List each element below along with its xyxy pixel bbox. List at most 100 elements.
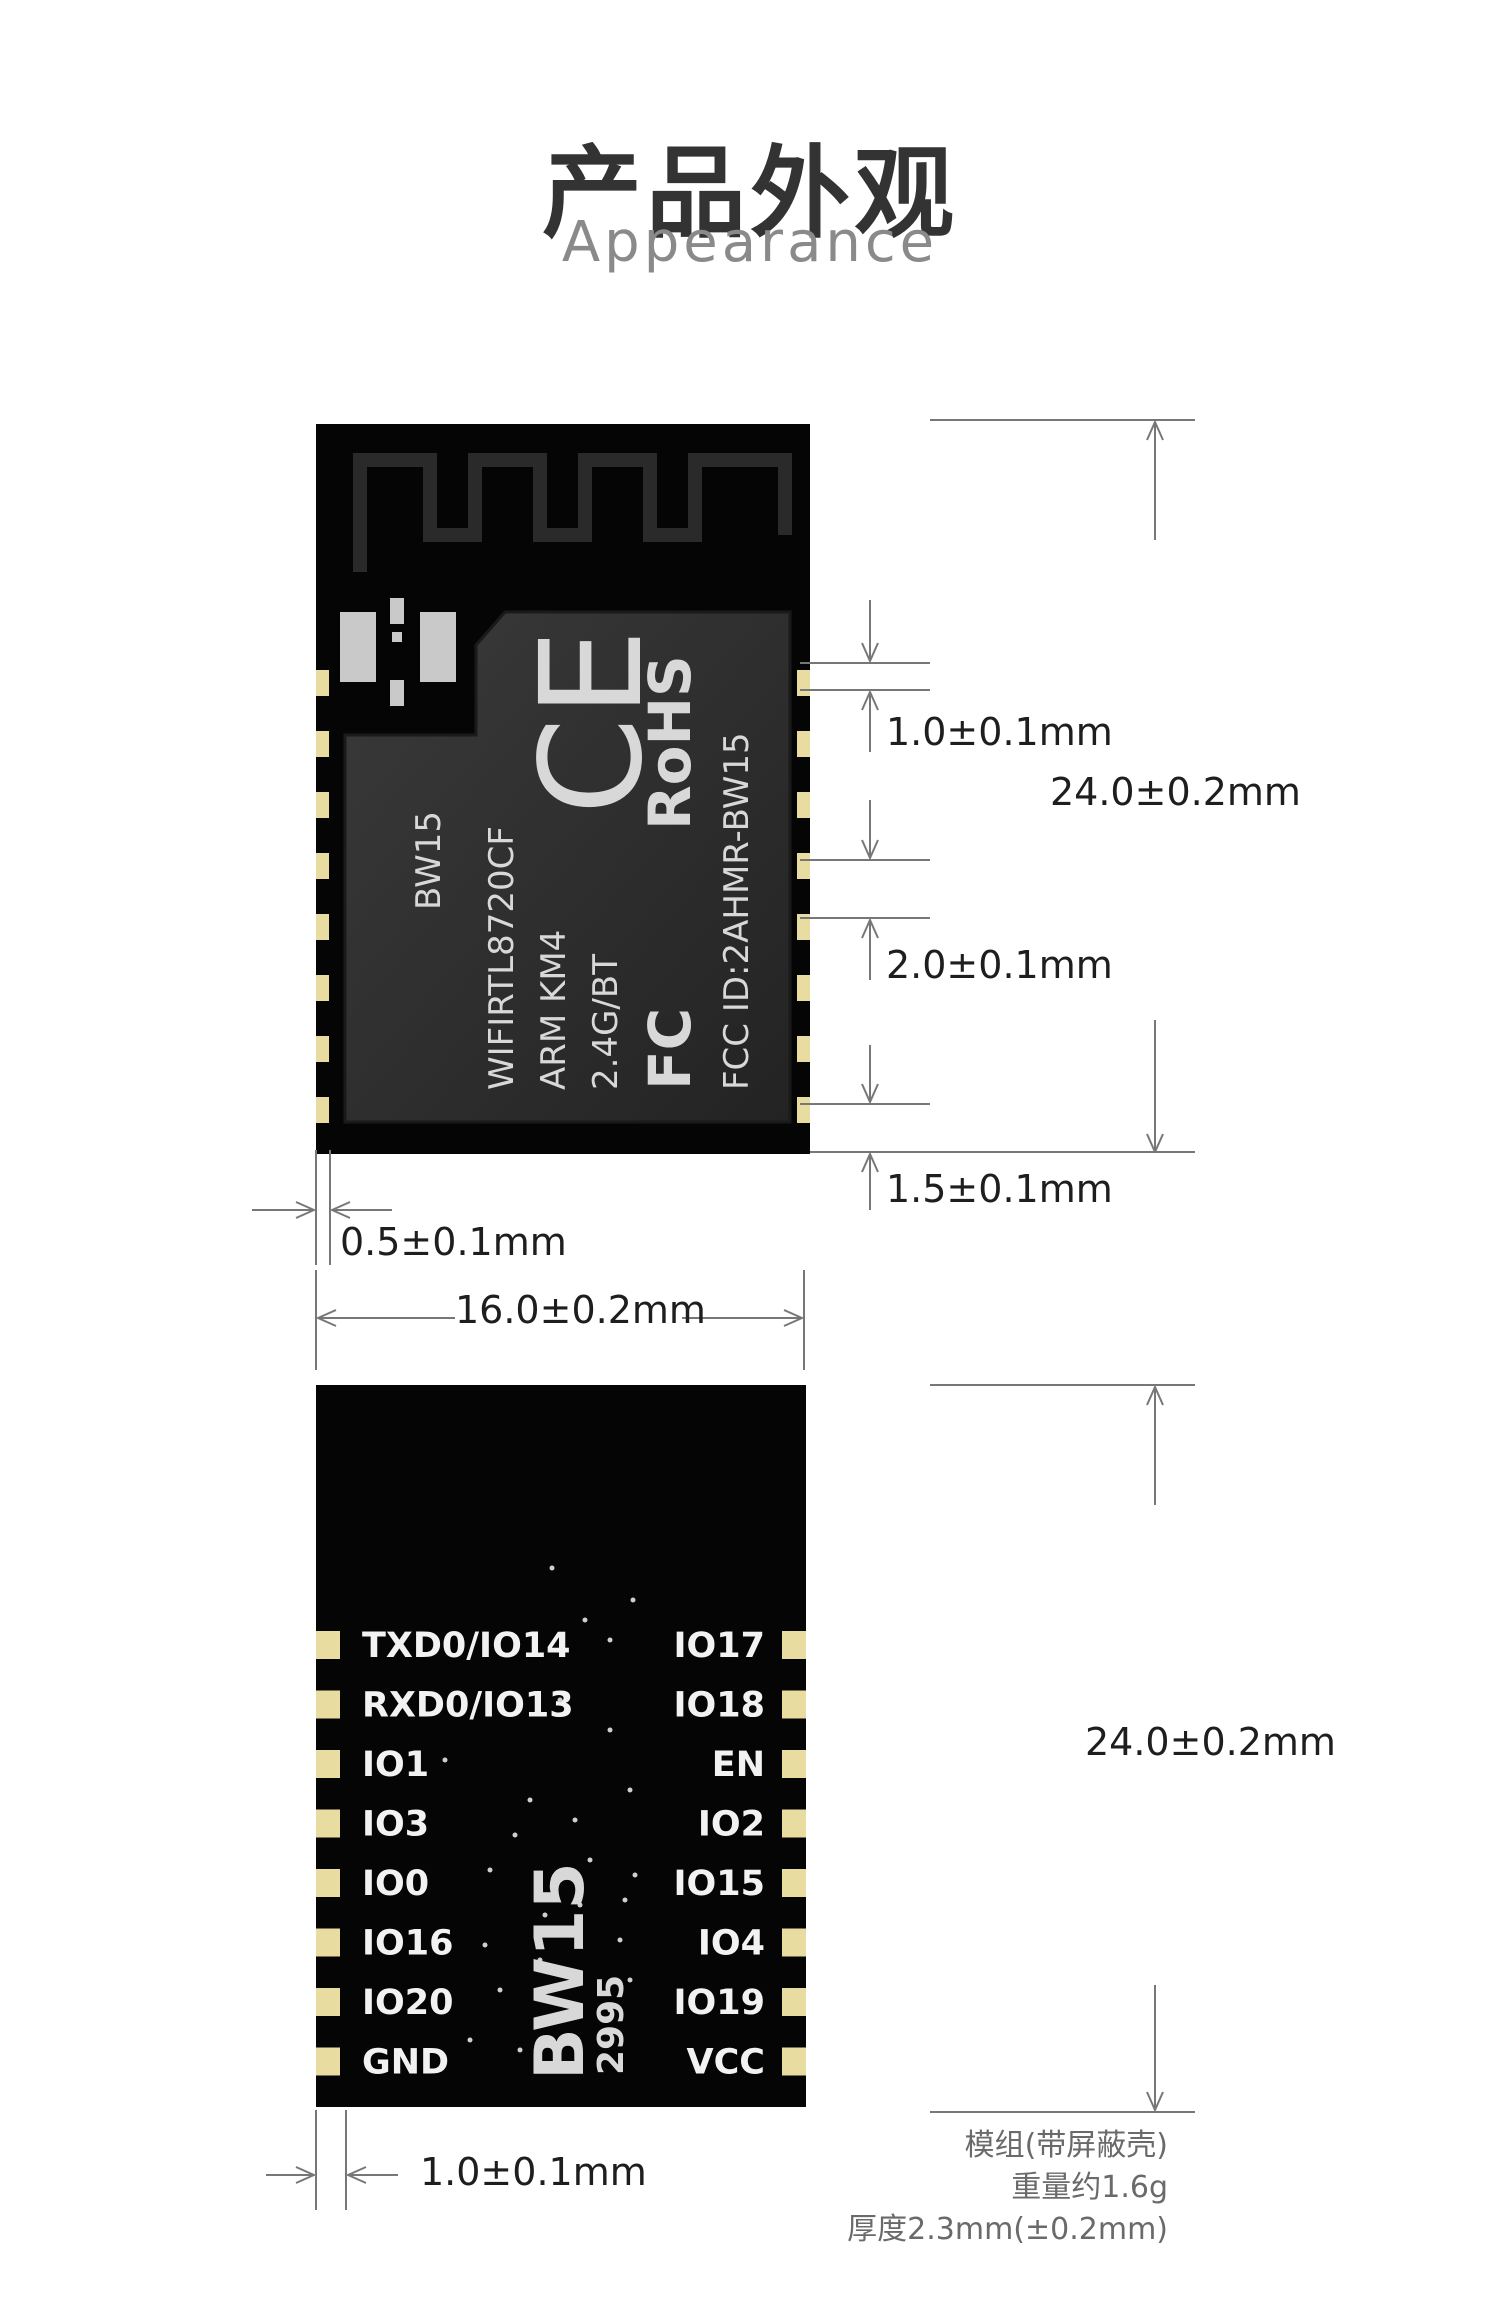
bottom-right-pad bbox=[782, 1988, 806, 2016]
pin-label-right: IO17 bbox=[674, 1626, 765, 1666]
bottom-left-pad bbox=[316, 1988, 340, 2016]
bottom-left-pad bbox=[316, 1690, 340, 1719]
bottom-code-text: 2995 bbox=[591, 1975, 632, 2075]
top-left-pad bbox=[316, 1097, 329, 1123]
board-speck bbox=[627, 1977, 633, 1983]
pin-label-right: IO18 bbox=[674, 1686, 765, 1726]
pin-label-right: EN bbox=[712, 1745, 765, 1785]
board-speck bbox=[537, 1957, 543, 1963]
board-speck bbox=[482, 1942, 488, 1948]
pin-label-left: IO1 bbox=[362, 1745, 429, 1785]
ce-mark: CE bbox=[511, 629, 674, 815]
dim-pad-width: 1.0±0.1mm bbox=[420, 2150, 647, 2194]
bottom-right-pad bbox=[782, 1690, 806, 1719]
board-speck bbox=[557, 1697, 563, 1703]
board-speck bbox=[467, 2037, 473, 2043]
dim-pin-width: 0.5±0.1mm bbox=[340, 1220, 567, 1264]
shield-line-2: WIFIRTL8720CF bbox=[482, 826, 522, 1090]
pin-label-left: GND bbox=[362, 2043, 449, 2083]
dim-pin-offset: 1.0±0.1mm bbox=[886, 710, 1113, 754]
top-left-pad bbox=[316, 853, 329, 879]
top-view-module: BW15 WIFIRTL8720CF ARM KM4 2.4G/BT FCC I… bbox=[316, 424, 810, 1154]
bottom-right-pad bbox=[782, 2047, 806, 2076]
page-title: 产品外观 bbox=[542, 135, 958, 252]
bottom-left-pad bbox=[316, 1631, 340, 1659]
top-right-pad bbox=[797, 731, 810, 757]
pin-label-left: IO3 bbox=[362, 1805, 429, 1845]
metal-shield bbox=[343, 610, 792, 1124]
note-thickness: 厚度2.3mm(±0.2mm) bbox=[847, 2212, 1168, 2247]
bottom-right-pad bbox=[782, 1809, 806, 1838]
pin-label-left: IO16 bbox=[362, 1924, 453, 1964]
pin-label-right: VCC bbox=[687, 2043, 765, 2083]
bottom-left-pad bbox=[316, 1809, 340, 1838]
top-left-pad bbox=[316, 731, 329, 757]
bottom-right-pad bbox=[782, 1631, 806, 1659]
top-view-dimensions bbox=[252, 419, 1195, 1370]
board-speck bbox=[627, 1787, 633, 1793]
top-left-pad bbox=[316, 975, 329, 1001]
dim-top-height: 24.0±0.2mm bbox=[1050, 770, 1301, 814]
dim-bottom-height: 24.0±0.2mm bbox=[1085, 1720, 1336, 1764]
board-speck bbox=[607, 1637, 613, 1643]
bottom-right-pad bbox=[782, 1928, 806, 1957]
top-left-pad bbox=[316, 914, 329, 940]
dim-pin-pitch: 2.0±0.1mm bbox=[886, 943, 1113, 987]
board-speck bbox=[587, 1857, 593, 1863]
pin-label-left: IO0 bbox=[362, 1864, 429, 1904]
pin-label-left: IO20 bbox=[362, 1983, 453, 2023]
dim-width: 16.0±0.2mm bbox=[455, 1288, 706, 1332]
top-right-pad bbox=[797, 914, 810, 940]
board-speck bbox=[630, 1597, 636, 1603]
board-speck bbox=[549, 1565, 555, 1571]
fcc-id-text: FCC ID:2AHMR-BW15 bbox=[717, 732, 757, 1090]
bottom-left-pad bbox=[316, 1869, 340, 1897]
top-right-pad bbox=[797, 853, 810, 879]
dim-bottom-margin: 1.5±0.1mm bbox=[886, 1167, 1113, 1211]
board-speck bbox=[622, 1897, 628, 1903]
bottom-board bbox=[316, 1385, 806, 2107]
note-shield: 模组(带屏蔽壳) bbox=[965, 2128, 1168, 2163]
pin-label-right: IO4 bbox=[698, 1924, 765, 1964]
top-right-pad bbox=[797, 1097, 810, 1123]
page-subtitle: Appearance bbox=[561, 210, 939, 275]
board-speck bbox=[572, 1817, 578, 1823]
board-speck bbox=[497, 1987, 503, 1993]
top-left-pad bbox=[316, 1036, 329, 1062]
fcc-logo: FC bbox=[636, 1008, 704, 1090]
shield-line-1: BW15 bbox=[409, 811, 449, 910]
board-speck bbox=[607, 1727, 613, 1733]
board-speck bbox=[557, 1877, 563, 1883]
top-left-pad bbox=[316, 670, 329, 696]
antenna-trace bbox=[353, 453, 792, 572]
board-speck bbox=[512, 1832, 518, 1838]
top-left-pad bbox=[316, 792, 329, 818]
pin-label-right: IO19 bbox=[674, 1983, 765, 2023]
pin-label-right: IO15 bbox=[674, 1864, 765, 1904]
board-speck bbox=[577, 1902, 583, 1908]
bottom-left-pad bbox=[316, 1750, 340, 1778]
board-speck bbox=[617, 1937, 623, 1943]
board-speck bbox=[607, 2007, 613, 2013]
bottom-left-pad bbox=[316, 2047, 340, 2076]
crystal-component bbox=[340, 598, 456, 706]
top-right-pad bbox=[797, 975, 810, 1001]
board-speck bbox=[527, 1797, 533, 1803]
shield-line-3: ARM KM4 bbox=[534, 930, 574, 1090]
top-right-pad bbox=[797, 1036, 810, 1062]
bottom-right-pad bbox=[782, 1869, 806, 1897]
bottom-left-pad bbox=[316, 1928, 340, 1957]
top-right-pad bbox=[797, 670, 810, 696]
bottom-view-dimensions bbox=[266, 1384, 1195, 2210]
bottom-model-text: BW15 bbox=[521, 1862, 600, 2080]
rohs-mark: RoHS bbox=[636, 655, 704, 830]
bottom-right-pad bbox=[782, 1750, 806, 1778]
board-speck bbox=[632, 1872, 638, 1878]
board-speck bbox=[582, 1617, 588, 1623]
board-speck bbox=[487, 1867, 493, 1873]
board-speck bbox=[542, 1912, 548, 1918]
pin-label-right: IO2 bbox=[698, 1805, 765, 1845]
board-speck bbox=[442, 1757, 448, 1763]
